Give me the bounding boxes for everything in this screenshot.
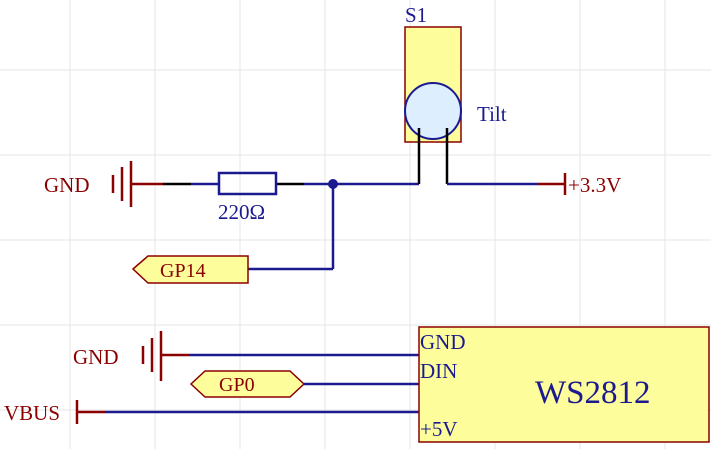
junction-dot <box>328 179 338 189</box>
port-gp0-label: GP0 <box>219 374 255 396</box>
gnd-label-bottom: GND <box>73 345 119 369</box>
gnd-symbol-top[interactable] <box>111 161 163 207</box>
vbus-symbol[interactable] <box>75 400 105 424</box>
gnd-symbol-bottom[interactable] <box>141 331 190 381</box>
gnd-label-top: GND <box>44 173 90 197</box>
ws2812-pin-din: DIN <box>420 359 457 383</box>
vcc-symbol[interactable] <box>537 173 567 195</box>
vbus-label: VBUS <box>4 401 60 425</box>
s1-value: Tilt <box>477 102 507 126</box>
ws2812-pin-5v: +5V <box>420 417 458 441</box>
port-gp0[interactable]: GP0 <box>189 370 306 398</box>
ws2812-name: WS2812 <box>535 375 651 411</box>
vcc-label: +3.3V <box>568 173 621 197</box>
ws2812-chip[interactable] <box>418 326 710 443</box>
resistor-value-label: 220Ω <box>218 200 265 224</box>
port-gp14[interactable]: GP14 <box>131 255 249 284</box>
port-gp14-label: GP14 <box>160 260 206 282</box>
s1-designator: S1 <box>405 3 427 27</box>
resistor-r1[interactable] <box>163 171 304 196</box>
ws2812-pin-gnd: GND <box>420 330 466 354</box>
tilt-switch-s1[interactable] <box>404 26 462 184</box>
